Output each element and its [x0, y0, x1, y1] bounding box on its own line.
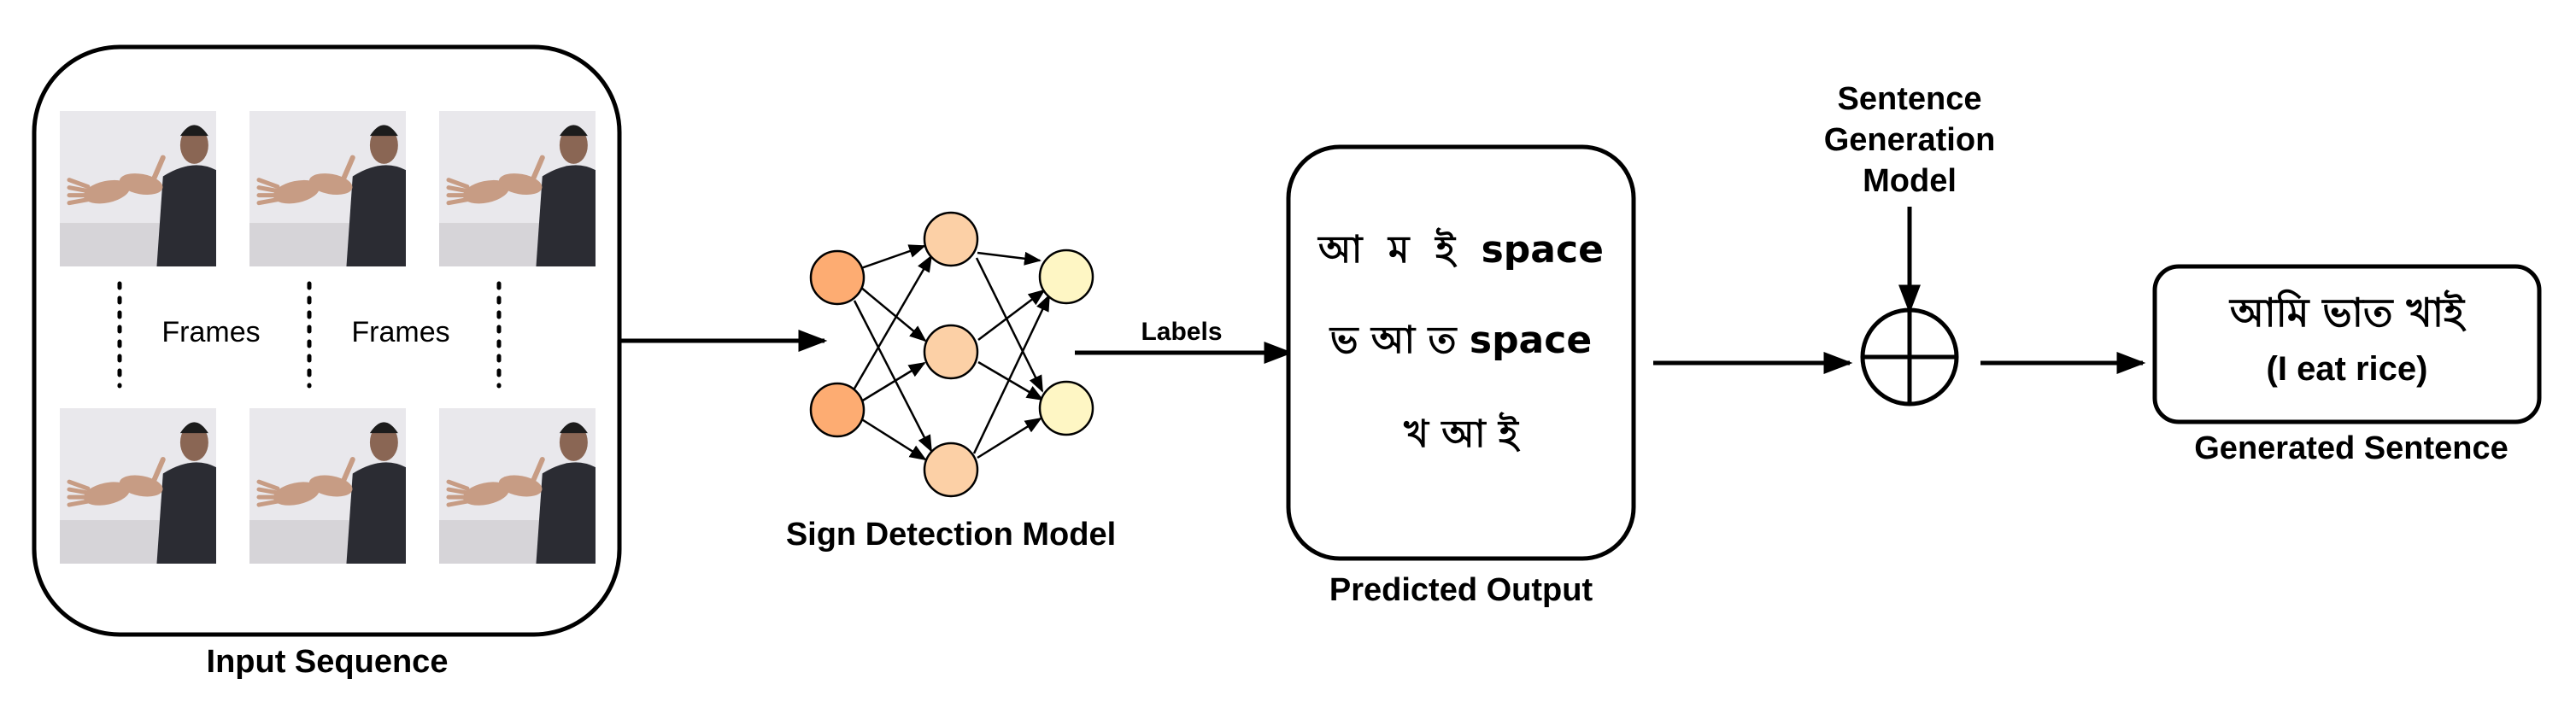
sign-frame-3 [439, 111, 596, 266]
sentence-generation-model: Sentence Generation Model [1824, 81, 1996, 407]
sign-frame-1 [60, 111, 216, 266]
output-node-1 [1038, 249, 1094, 305]
sentence-generation-caption-3: Model [1863, 163, 1957, 199]
hidden-node-1 [923, 211, 979, 267]
predicted-line-2: ভ আ ত space [1329, 319, 1592, 362]
predicted-output-caption: Predicted Output [1329, 572, 1593, 608]
frames-label-1: Frames [161, 316, 260, 348]
sentence-generation-caption-2: Generation [1824, 122, 1996, 158]
predicted-output-box [1286, 144, 1636, 561]
predicted-line-1: আ ম ই space [1317, 227, 1604, 272]
sign-frame-5 [249, 408, 406, 564]
network-edges [853, 244, 1051, 461]
generated-sentence-box [2152, 264, 2542, 424]
sign-frame-6 [439, 408, 596, 564]
sign-frame-2 [249, 111, 406, 266]
generated-sentence-bengali: আমি ভাত খাই [2228, 289, 2467, 336]
generated-sentence-panel: আমি ভাত খাই (I eat rice) Generated Sente… [2152, 264, 2542, 466]
input-node-2 [809, 382, 866, 438]
predicted-line-3: খ আ ই [1403, 412, 1521, 456]
circled-plus-icon [1860, 307, 1959, 407]
frame-grid [60, 111, 596, 564]
input-sequence-caption: Input Sequence [207, 644, 449, 680]
frames-label-2: Frames [351, 316, 449, 348]
labels-edge-label: Labels [1141, 318, 1222, 346]
hidden-node-3 [923, 442, 979, 498]
generated-sentence-caption: Generated Sentence [2194, 430, 2508, 466]
generated-sentence-english: (I eat rice) [2267, 350, 2428, 388]
input-node-1 [809, 249, 866, 306]
predicted-output-panel: আ ম ই space ভ আ ত space খ আ ই Predicted … [1286, 144, 1636, 608]
output-node-2 [1038, 380, 1094, 436]
sign-detection-model: Sign Detection Model [786, 211, 1116, 553]
input-sequence-panel: Frames Frames Input Sequence [32, 44, 622, 680]
hidden-node-2 [923, 324, 979, 380]
sign-detection-caption: Sign Detection Model [786, 517, 1116, 553]
sign-frame-4 [60, 408, 216, 564]
sentence-generation-caption-1: Sentence [1838, 81, 1982, 117]
